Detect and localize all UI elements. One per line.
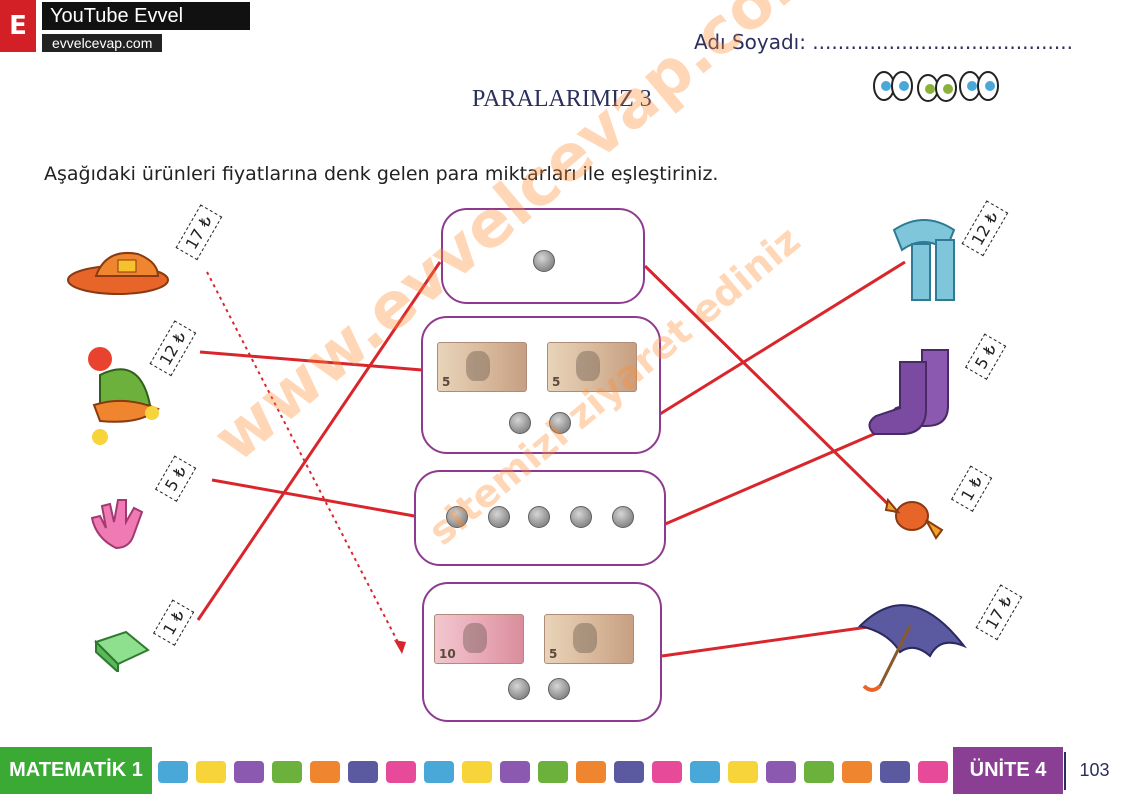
footer-unit: ÜNİTE 4	[953, 747, 1063, 794]
instruction-text: Aşağıdaki ürünleri fiyatlarına denk gele…	[44, 163, 719, 185]
sharpener-icon	[576, 761, 606, 783]
sharpener-icon	[766, 761, 796, 783]
coin-1lira	[570, 506, 592, 528]
gloves-icon	[90, 499, 144, 550]
banknote-5: 5	[547, 342, 637, 392]
coin-1lira	[509, 412, 531, 434]
footer-divider	[1064, 752, 1066, 790]
sharpener-icon	[158, 761, 188, 783]
coin-1lira	[488, 506, 510, 528]
sharpener-icon	[728, 761, 758, 783]
sharpener-icon	[804, 761, 834, 783]
brand-header: E YouTube Evvel Cevap evvelcevap.com	[0, 0, 250, 55]
money-box-1[interactable]	[441, 208, 645, 304]
socks-icon	[868, 349, 949, 435]
page-number: 103	[1079, 760, 1110, 780]
sharpener-icon	[538, 761, 568, 783]
line-slippers-to-box4	[206, 271, 403, 651]
sharpener-icon	[880, 761, 910, 783]
banknote-5: 5	[437, 342, 527, 392]
umbrella-icon	[857, 604, 968, 692]
winter-hat-icon	[88, 347, 160, 445]
banknote-5: 5	[544, 614, 634, 664]
sharpener-icon	[500, 761, 530, 783]
coin-1lira	[549, 412, 571, 434]
name-field[interactable]: Adı Soyadı: ............................…	[694, 30, 1073, 54]
line-scarf-to-box2	[659, 260, 906, 416]
coin-1lira	[612, 506, 634, 528]
coin-1lira	[446, 506, 468, 528]
coin-1lira	[548, 678, 570, 700]
line-gloves-to-box3	[211, 478, 421, 519]
money-box-3[interactable]	[414, 470, 666, 566]
footer-sharpener-strip	[152, 752, 953, 792]
line-umbrella-to-box4	[661, 625, 869, 658]
sharpener-icon	[386, 761, 416, 783]
candy-icon	[884, 497, 944, 540]
sharpener-icon	[614, 761, 644, 783]
line-hat-to-box2	[199, 350, 423, 372]
brand-url[interactable]: evvelcevap.com	[42, 34, 163, 52]
money-box-4[interactable]: 10 5	[422, 582, 662, 722]
sharpener-icon	[652, 761, 682, 783]
sharpener-icon	[690, 761, 720, 783]
line-eraser-to-box1	[196, 261, 442, 621]
sharpener-icon	[424, 761, 454, 783]
sharpener-icon	[196, 761, 226, 783]
page-title: PARALARIMIZ 3	[472, 86, 652, 112]
eraser-icon	[94, 630, 150, 672]
money-box-2[interactable]: 5 5	[421, 316, 661, 454]
slippers-icon	[67, 252, 169, 295]
sharpener-icon	[348, 761, 378, 783]
eyes-icon	[873, 71, 999, 102]
sharpener-icon	[918, 761, 948, 783]
sharpener-icon	[310, 761, 340, 783]
footer-subject: MATEMATİK 1	[0, 747, 152, 794]
line-candy-to-box1	[643, 264, 898, 514]
banknote-10: 10	[434, 614, 524, 664]
sharpener-icon	[234, 761, 264, 783]
coin-1lira	[528, 506, 550, 528]
coin-1lira	[508, 678, 530, 700]
sharpener-icon	[462, 761, 492, 783]
brand-logo: E	[0, 0, 36, 52]
sharpener-icon	[272, 761, 302, 783]
sharpener-icon	[842, 761, 872, 783]
coin-1lira	[533, 250, 555, 272]
scarf-icon	[892, 219, 956, 301]
line-socks-to-box3	[655, 426, 889, 530]
